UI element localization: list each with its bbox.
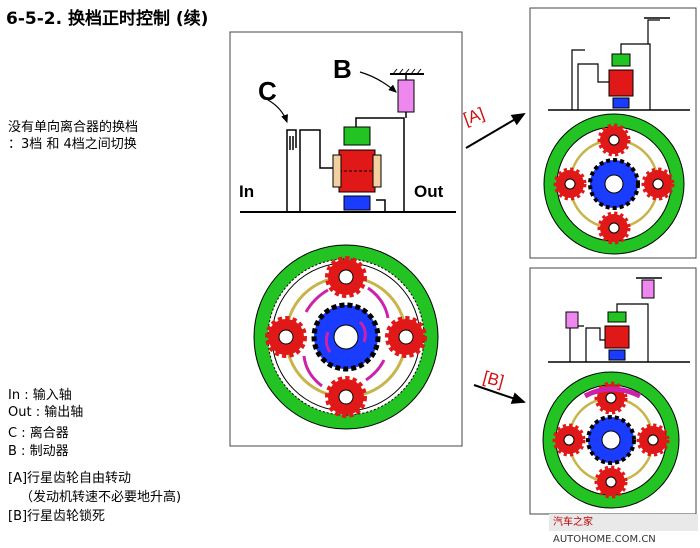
note-a-detail: （发动机转速不必要地升高) (20, 490, 182, 505)
sun-gear-block (343, 195, 371, 211)
gear-diagram: C B In Out [A] [B] (229, 7, 697, 515)
ring-gear-block (343, 126, 371, 146)
page-title: 6-5-2. 换档正时控制 (续) (6, 9, 209, 29)
main-schematic (240, 68, 456, 213)
legend-item-clutch: C : 离合器 (8, 426, 69, 441)
rotation-arrows (302, 286, 390, 388)
clutch-hub (299, 129, 340, 212)
watermark-brand: 汽车之家 (553, 517, 593, 528)
arrow-to-b (473, 384, 526, 404)
label-out: Out (414, 182, 444, 201)
legend-item-brake: B : 制动器 (8, 444, 69, 459)
panel-a (529, 7, 697, 259)
brake-block (397, 79, 415, 113)
output-link (355, 117, 405, 212)
note-a: [A]行星齿轮自由转动 (8, 471, 132, 486)
arrow-to-a (465, 112, 526, 149)
description-line-2: ：3档 和 4档之间切换 (8, 137, 137, 152)
main-planetary-gearset (253, 244, 439, 430)
label-a-bracket: [A] (461, 104, 487, 129)
note-b: [B]行星齿轮锁死 (8, 509, 106, 524)
clutch-drum (286, 129, 297, 212)
label-b-bracket: [B] (481, 368, 506, 392)
label-c: C (258, 76, 277, 106)
label-b: B (333, 54, 352, 84)
legend-item-in: In : 输入轴 (8, 388, 72, 403)
watermark-url: AUTOHOME.COM.CN (553, 534, 656, 545)
panel-b (529, 267, 697, 515)
description-line-1: 没有单向离合器的换档 (8, 120, 139, 135)
legend-item-out: Out : 输出轴 (8, 405, 84, 420)
planet-gears (265, 256, 427, 418)
label-in: In (239, 182, 254, 201)
watermark: 汽车之家 AUTOHOME.COM.CN (549, 514, 698, 545)
